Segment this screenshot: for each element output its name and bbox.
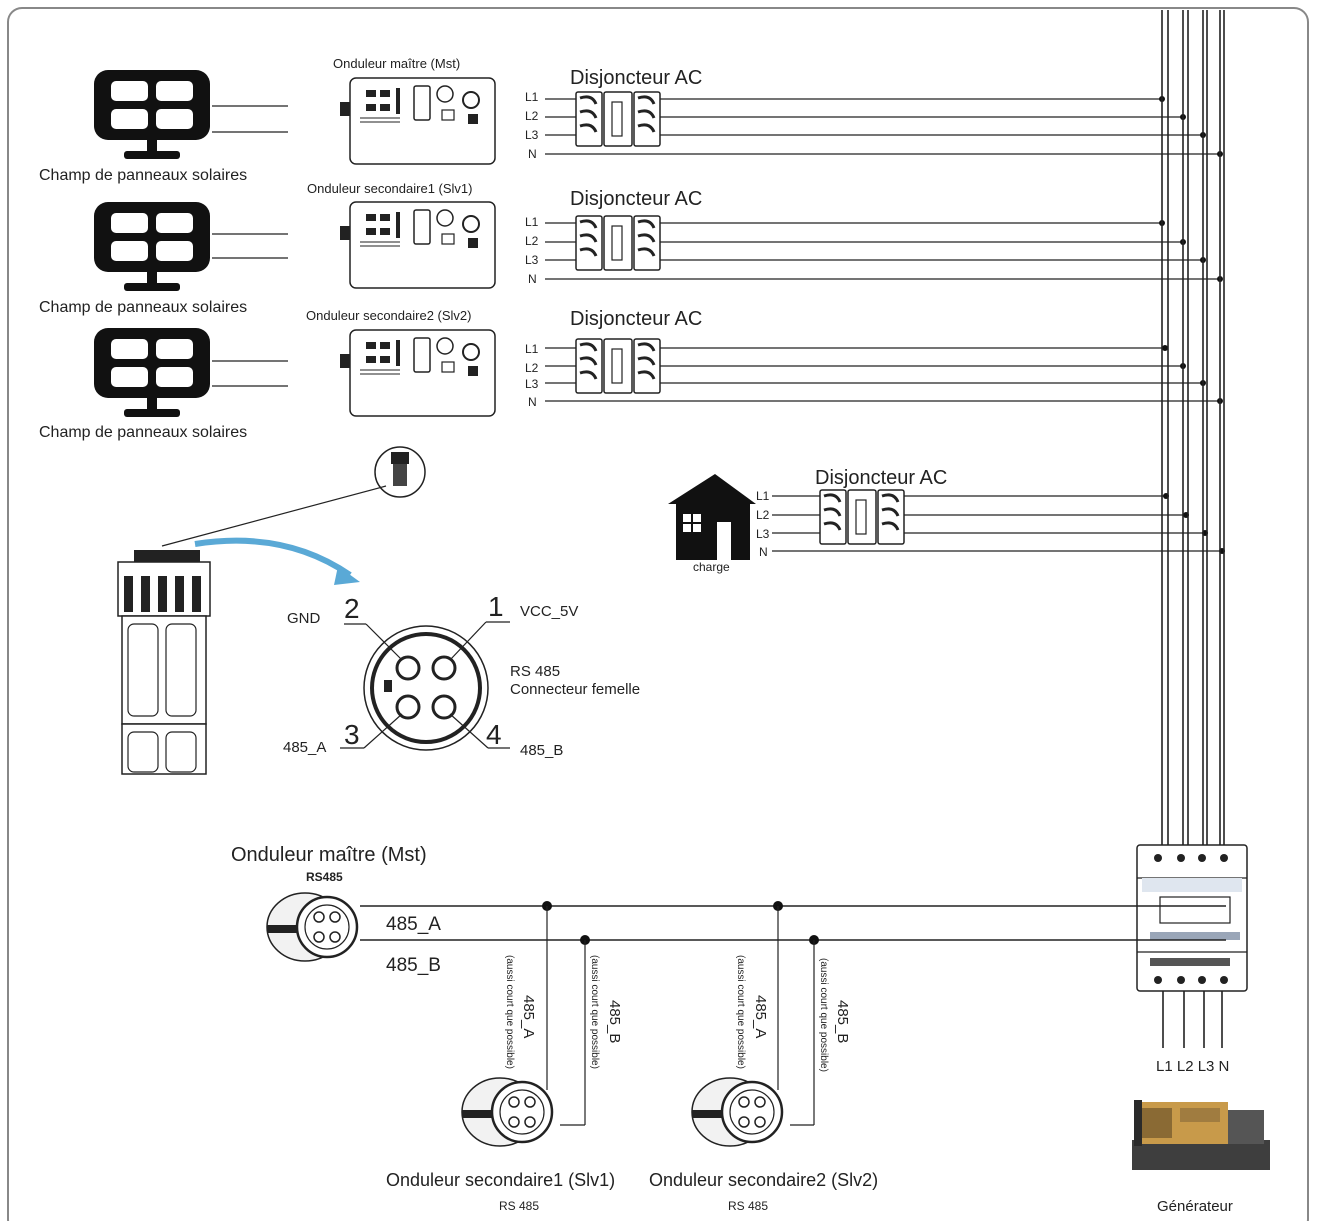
phase-l1-label: L1 (756, 489, 770, 503)
ac-breaker-icon (574, 214, 662, 272)
ac-breaker-icon (574, 337, 662, 395)
breaker-output-lines (545, 220, 1223, 282)
pin2-label: GND (287, 610, 321, 627)
rs485-bus-lines (360, 901, 1226, 1126)
master-bottom-label: Onduleur maître (Mst) (231, 844, 427, 866)
breaker-label: Disjoncteur AC (570, 308, 702, 330)
inverter-slave2-label: Onduleur secondaire2 (Slv2) (306, 308, 471, 323)
inverter-slave1-label: Onduleur secondaire1 (Slv1) (307, 181, 472, 196)
meter-output-labels: L1 L2 L3 N (1156, 1058, 1229, 1075)
house-icon (668, 474, 756, 560)
solar-field-label: Champ de panneaux solaires (39, 424, 247, 441)
solar-field-label: Champ de panneaux solaires (39, 167, 247, 184)
phase-l2-label: L2 (525, 109, 539, 123)
generator-icon (1132, 1100, 1270, 1170)
neutral-label: N (759, 545, 768, 559)
neutral-label: N (528, 395, 537, 409)
pin2-number: 2 (344, 593, 360, 624)
slave2-bottom-label: Onduleur secondaire2 (Slv2) (649, 1170, 878, 1190)
phase-l3-label: L3 (525, 253, 539, 267)
female-connector-face-icon (340, 621, 510, 751)
connector-subtitle: Connecteur femelle (510, 681, 640, 698)
energy-meter-icon (1136, 844, 1248, 992)
slave1-drop-b-note: (aussi court que possible) (589, 955, 600, 1069)
slave1-rs485-plug-icon (460, 1076, 554, 1148)
slave2-drop-b-note: (aussi court que possible) (818, 958, 829, 1072)
connection-arrow (194, 537, 352, 578)
phase-l2-label: L2 (525, 361, 539, 375)
breaker-label: Disjoncteur AC (570, 188, 702, 210)
phase-l3-label: L3 (756, 527, 770, 541)
ac-breaker-icon (818, 488, 906, 546)
solar-panel-icon (94, 202, 288, 291)
breaker-label: Disjoncteur AC (570, 67, 702, 89)
slave2-drop-b-label: 485_B (834, 1000, 851, 1043)
slave1-rs485-label: RS 485 (499, 1199, 539, 1213)
slave2-rs485-label: RS 485 (728, 1199, 768, 1213)
slave1-bottom-label: Onduleur secondaire1 (Slv1) (386, 1170, 615, 1190)
outer-frame (7, 7, 1309, 1221)
phase-l1-label: L1 (525, 342, 539, 356)
load-label: charge (693, 560, 730, 574)
inverter-master-icon (339, 77, 496, 165)
ac-breaker-icon (574, 90, 662, 148)
phase-l1-label: L1 (525, 90, 539, 104)
connection-arrow-head (334, 566, 360, 585)
bus-a-label: 485_A (386, 914, 441, 935)
inverter-slave1-icon (339, 201, 496, 289)
phase-l2-label: L2 (756, 508, 770, 522)
phase-l3-label: L3 (525, 377, 539, 391)
pin3-label: 485_A (283, 739, 326, 756)
rs485-label: RS485 (306, 870, 343, 884)
generator-label: Générateur (1157, 1198, 1233, 1215)
slave2-drop-a-label: 485_A (752, 995, 769, 1038)
slave2-drop-a-note: (aussi court que possible) (735, 955, 746, 1069)
slave2-rs485-plug-icon (690, 1076, 784, 1148)
rs485-plug-icon (161, 446, 426, 547)
connector-title: RS 485 (510, 663, 560, 680)
slave1-drop-a-label: 485_A (520, 995, 537, 1038)
pin3-number: 3 (344, 719, 360, 750)
pin1-label: VCC_5V (520, 603, 578, 620)
solar-panel-icon (94, 328, 288, 417)
pin4-label: 485_B (520, 742, 563, 759)
phase-l2-label: L2 (525, 234, 539, 248)
pin4-number: 4 (486, 719, 502, 750)
neutral-label: N (528, 272, 537, 286)
ac-bus-bars (1161, 10, 1225, 845)
breaker-output-lines (545, 345, 1223, 404)
solar-panel-icon (94, 70, 288, 159)
phase-l3-label: L3 (525, 128, 539, 142)
bus-b-label: 485_B (386, 955, 441, 976)
solar-field-label: Champ de panneaux solaires (39, 299, 247, 316)
inverter-slave2-icon (339, 329, 496, 417)
inverter-master-label: Onduleur maître (Mst) (333, 56, 460, 71)
neutral-label: N (528, 147, 537, 161)
breaker-label: Disjoncteur AC (815, 467, 947, 489)
meter-output-lines (1162, 991, 1223, 1048)
phase-l1-label: L1 (525, 215, 539, 229)
slave1-drop-b-label: 485_B (606, 1000, 623, 1043)
rs485-plug-body-icon (117, 550, 211, 775)
pin1-number: 1 (488, 591, 504, 622)
slave1-drop-a-note: (aussi court que possible) (504, 955, 515, 1069)
master-rs485-plug-icon (265, 891, 359, 963)
breaker-output-lines (545, 96, 1223, 157)
